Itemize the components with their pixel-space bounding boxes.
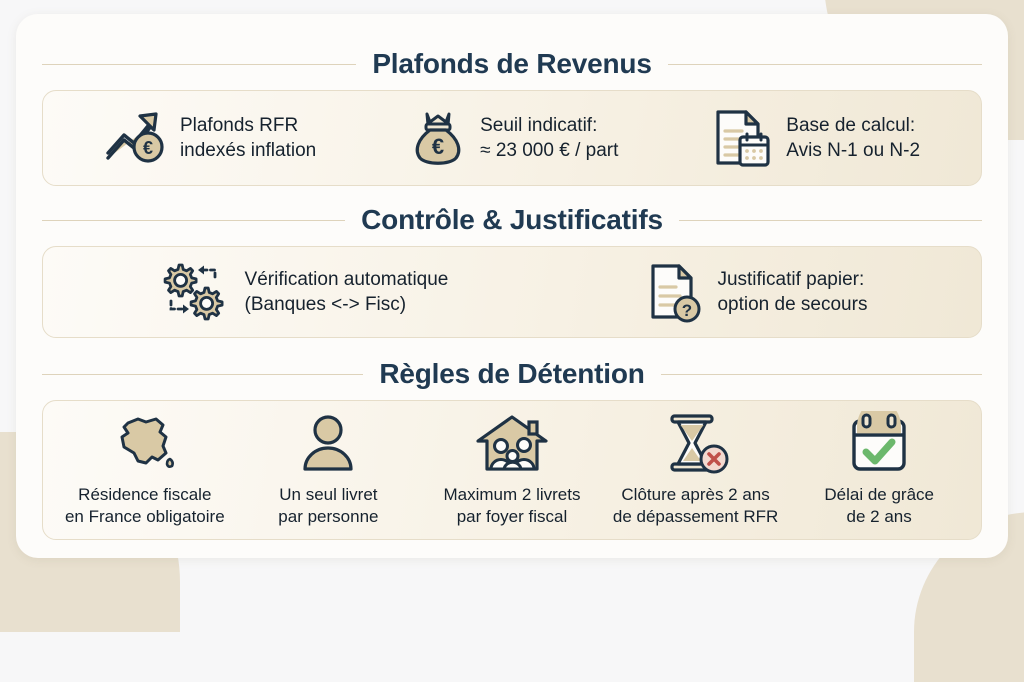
- section-panel: Résidence fiscale en France obligatoire …: [42, 400, 982, 540]
- two-gears-sync-icon: [157, 261, 231, 323]
- list-item[interactable]: € Seuil indicatif: ≈ 23 000 € / part: [410, 108, 618, 168]
- section-header: Contrôle & Justificatifs: [16, 200, 1008, 240]
- document-calendar-icon: [712, 107, 772, 169]
- list-item-label: Un seul livret par personne: [278, 485, 379, 527]
- svg-text:?: ?: [682, 301, 692, 320]
- section-panel: € Plafonds RFR indexés inflation €: [42, 90, 982, 186]
- section-title: Contrôle & Justificatifs: [361, 204, 663, 235]
- list-item-label: Vérification automatique (Banques <-> Fi…: [244, 268, 449, 315]
- section-plafonds-de-revenus: Plafonds de Revenus € Plafonds RFR: [16, 44, 1008, 186]
- list-item[interactable]: Délai de grâce de 2 ans: [787, 411, 971, 528]
- list-item[interactable]: Un seul livret par personne: [237, 411, 421, 528]
- section-title: Plafonds de Revenus: [372, 48, 652, 79]
- list-item-label: Seuil indicatif: ≈ 23 000 € / part: [480, 114, 619, 161]
- document-question-icon: ?: [647, 261, 703, 323]
- divider-right: [660, 373, 983, 375]
- section-panel: Vérification automatique (Banques <-> Fi…: [42, 246, 982, 338]
- divider-left: [42, 63, 357, 65]
- list-item-label: Plafonds RFR indexés inflation: [179, 114, 317, 161]
- list-item-label: Maximum 2 livrets par foyer fiscal: [443, 485, 581, 527]
- item-row: Résidence fiscale en France obligatoire …: [43, 401, 981, 539]
- calendar-check-icon: [846, 411, 912, 477]
- list-item[interactable]: Vérification automatique (Banques <-> Fi…: [157, 261, 449, 323]
- trending-up-euro-icon: €: [104, 109, 166, 167]
- list-item[interactable]: Base de calcul: Avis N-1 ou N-2: [712, 107, 920, 169]
- money-bag-euro-icon: €: [410, 108, 466, 168]
- divider-right: [678, 219, 982, 221]
- divider-left: [42, 219, 346, 221]
- section-title: Règles de Détention: [379, 358, 645, 389]
- list-item[interactable]: Maximum 2 livrets par foyer fiscal: [420, 411, 604, 528]
- list-item-label: Délai de grâce de 2 ans: [824, 485, 934, 527]
- list-item-label: Résidence fiscale en France obligatoire: [64, 485, 225, 527]
- section-header: Règles de Détention: [16, 354, 1008, 394]
- item-row: Vérification automatique (Banques <-> Fi…: [43, 247, 981, 337]
- list-item-label: Base de calcul: Avis N-1 ou N-2: [786, 114, 921, 161]
- svg-text:€: €: [432, 134, 444, 159]
- france-map-icon: [108, 411, 182, 477]
- divider-left: [42, 373, 364, 375]
- section-header: Plafonds de Revenus: [16, 44, 1008, 84]
- list-item[interactable]: Résidence fiscale en France obligatoire: [53, 411, 237, 528]
- list-item[interactable]: Clôture après 2 ans de dépassement RFR: [604, 411, 788, 528]
- person-icon: [297, 411, 359, 477]
- hourglass-cross-icon: [659, 411, 733, 477]
- section-controle-et-justificatifs: Contrôle & Justificatifs: [16, 200, 1008, 338]
- divider-right: [667, 63, 983, 65]
- svg-text:€: €: [143, 138, 153, 158]
- house-family-icon: [473, 411, 551, 477]
- list-item-label: Clôture après 2 ans de dépassement RFR: [612, 485, 779, 527]
- item-row: € Plafonds RFR indexés inflation €: [43, 91, 981, 185]
- list-item[interactable]: € Plafonds RFR indexés inflation: [104, 109, 316, 167]
- section-regles-de-detention: Règles de Détention Résidence fiscale en…: [16, 354, 1008, 540]
- list-item[interactable]: ? Justificatif papier: option de secours: [647, 261, 867, 323]
- list-item-label: Justificatif papier: option de secours: [717, 268, 868, 315]
- infographic-card: Plafonds de Revenus € Plafonds RFR: [16, 14, 1008, 558]
